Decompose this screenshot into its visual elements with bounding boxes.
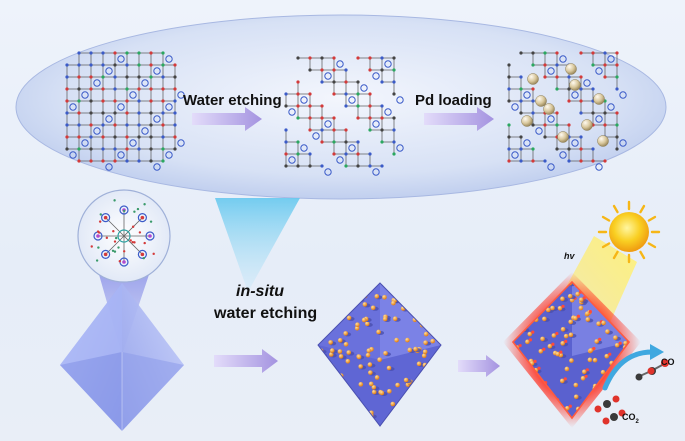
framework-pd-loaded (507, 51, 627, 171)
right-arrow-icon (214, 349, 278, 373)
co-molecule (635, 367, 655, 381)
framework-ellipse (15, 14, 667, 200)
etched-octahedron (317, 282, 442, 427)
co2-label-subscript: 2 (635, 418, 639, 425)
co2-molecule (594, 395, 620, 413)
in-situ-label: in-situ (236, 283, 284, 300)
sun-icon (597, 200, 661, 264)
right-arrow-icon (192, 107, 262, 131)
co2-molecule (602, 409, 626, 425)
molecular-cage (90, 199, 155, 267)
water-etching-label: Water etching (183, 92, 282, 109)
co2-label: CO2 (622, 412, 639, 425)
right-arrow-icon (458, 355, 500, 377)
ellipse-pointer-cone (215, 198, 300, 292)
pd-loading-label: Pd loading (415, 92, 492, 109)
right-arrow-icon (424, 107, 494, 131)
framework-etched (284, 56, 404, 176)
pristine-octahedron (60, 283, 184, 431)
reaction-arrow (602, 349, 655, 391)
water-etching-lower-label: water etching (214, 305, 318, 322)
framework-pristine (65, 51, 185, 171)
co-label: CO (661, 357, 675, 367)
co2-label-base: CO (622, 412, 636, 422)
hv-label: hv (564, 251, 575, 261)
reaction-arrowhead (650, 344, 664, 360)
